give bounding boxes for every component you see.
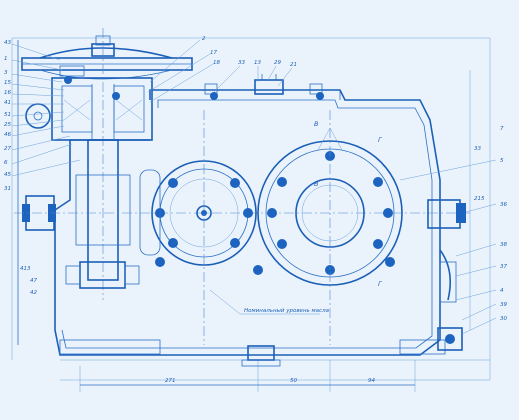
callout-5: 5 [500, 158, 504, 164]
section-mark-g-bottom: Г [378, 280, 383, 288]
callout-4: 4 [500, 288, 504, 294]
section-mark-b-mid: B [314, 180, 319, 188]
callout-29: 29 [274, 60, 281, 66]
pinion-gear [139, 110, 257, 345]
callout-30: 30 [500, 316, 507, 322]
dim-50: 50 [290, 378, 297, 384]
callout-31: 31 [4, 186, 11, 192]
dim-271: 271 [165, 378, 176, 384]
callouts-right: 5 36 38 37 4 39 30 7 [500, 126, 507, 322]
callout-39: 39 [500, 302, 507, 308]
callouts-left: 43 1 3 15 16 41 51 25 46 27 6 31 45 47 4… [4, 40, 37, 296]
callout-27: 27 [4, 146, 11, 152]
section-marks: B B Г Г [314, 120, 383, 288]
callout-42: 42 [30, 290, 37, 296]
input-shaft [65, 139, 140, 289]
callout-18: 18 [213, 60, 220, 66]
callouts-top: 2 17 18 33 13 29 21 [202, 36, 297, 68]
callout-16: 16 [4, 90, 11, 96]
dim-215: 215 [474, 196, 485, 202]
callout-17: 17 [210, 50, 217, 56]
callout-7: 7 [500, 126, 504, 132]
callout-36: 36 [500, 202, 507, 208]
leader-lines [11, 39, 497, 335]
dim-413: 413 [20, 266, 31, 272]
driven-gear [257, 110, 403, 345]
dim-94: 94 [368, 378, 375, 384]
dimension-frame [11, 37, 491, 392]
dimension-labels: 271 50 94 413 215 33 [20, 146, 485, 384]
callout-38: 38 [500, 242, 507, 248]
housing-bolts [64, 76, 395, 275]
callout-46: 46 [4, 132, 11, 138]
callout-3: 3 [4, 70, 8, 76]
callout-51: 51 [4, 112, 11, 118]
callout-21: 21 [290, 62, 297, 68]
callout-37: 37 [500, 264, 507, 270]
housing-base [59, 339, 446, 367]
callout-2: 2 [202, 36, 206, 42]
callout-47: 47 [30, 278, 37, 284]
callout-33: 33 [238, 60, 245, 66]
callout-43: 43 [4, 40, 11, 46]
callout-25: 25 [4, 122, 11, 128]
section-mark-b-top: B [314, 120, 319, 128]
callout-13: 13 [254, 60, 261, 66]
handwheel [21, 28, 193, 300]
dim-33: 33 [474, 146, 481, 152]
callout-6: 6 [4, 160, 8, 166]
oil-level-caption: Номинальный уровень масла [244, 308, 330, 314]
callout-41: 41 [4, 100, 11, 106]
callout-1: 1 [4, 56, 8, 62]
callout-45: 45 [4, 172, 11, 178]
section-mark-g-top: Г [378, 136, 383, 144]
callout-15: 15 [4, 80, 11, 86]
right-flange [427, 199, 466, 351]
